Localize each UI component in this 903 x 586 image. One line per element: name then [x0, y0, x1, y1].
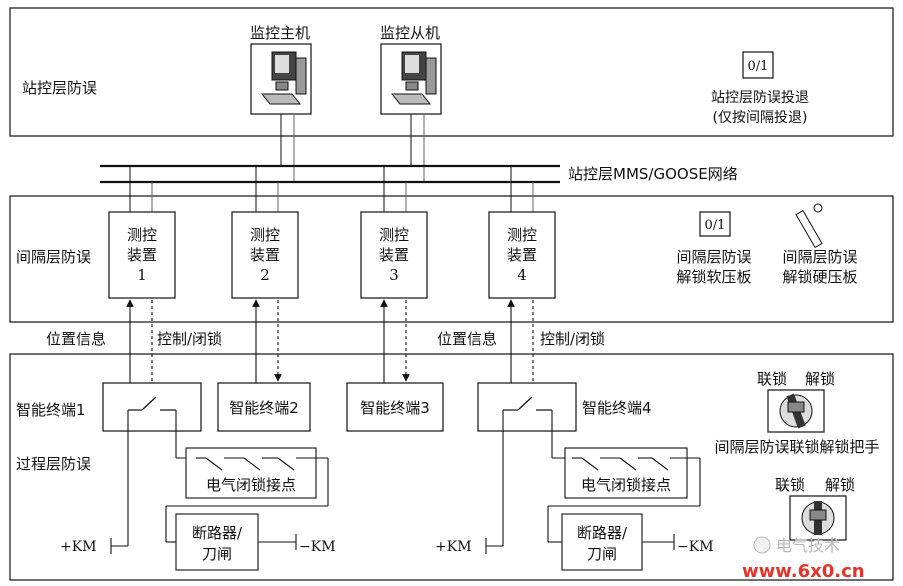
network-label: 站控层MMS/GOOSE网络 — [568, 165, 738, 183]
slave-host-label: 监控从机 — [380, 24, 440, 42]
mms-goose-network-bus — [100, 164, 560, 184]
bay-2-signal-links — [252, 299, 282, 383]
device-4-num: 4 — [517, 266, 527, 284]
bay-1-signal-links — [126, 299, 156, 397]
bay-layer-panel — [9, 195, 894, 323]
terminal-1-box — [102, 382, 202, 432]
handle-label: 间隔层防误联锁解锁把手 — [714, 438, 879, 456]
position-info-label-right: 位置信息 — [437, 330, 497, 348]
host-network-links — [280, 114, 425, 182]
interlock-handle-switch-icon[interactable] — [767, 389, 825, 433]
hard-plate-icon[interactable] — [795, 203, 823, 249]
device-4-line2: 装置 — [507, 246, 537, 264]
station-layer-label: 站控层防误 — [22, 79, 97, 97]
bay-hard-plate-label: 间隔层防误 — [782, 248, 857, 266]
device-1-num: 1 — [137, 266, 147, 284]
bay-hard-plate-sublabel: 解锁硬压板 — [782, 268, 857, 286]
bay-layer-label: 间隔层防误 — [16, 248, 91, 266]
device-2-num: 2 — [260, 266, 270, 284]
process-layer-panel — [9, 353, 894, 581]
bay-soft-plate-sublabel: 解锁软压板 — [676, 268, 751, 286]
left-lock-contact-label: 电气闭锁接点 — [206, 476, 296, 494]
left-breaker-label: 断路器/ — [192, 524, 243, 542]
terminal-1-label: 智能终端1 — [16, 401, 86, 419]
watermark: 电气技术 www.6x0.cn — [742, 536, 865, 582]
device-3-line1: 测控 — [379, 226, 409, 244]
bay-4-signal-links — [507, 299, 537, 397]
terminal-3-box — [346, 382, 444, 432]
measure-control-device-3: 测控 装置 3 — [360, 166, 428, 299]
station-layer-panel — [9, 7, 894, 137]
left-plus-km: +KM — [60, 539, 97, 555]
handle-unlock-label: 解锁 — [805, 370, 835, 388]
watermark-url: www.6x0.cn — [742, 561, 865, 582]
terminal-1-switch — [128, 396, 176, 411]
main-host-computer-icon — [250, 43, 312, 115]
right-lock-contact-label: 电气闭锁接点 — [581, 476, 671, 494]
control-lock-label-left: 控制/闭锁 — [157, 330, 222, 348]
terminal-4-label: 智能终端4 — [582, 399, 652, 417]
slave-host-computer-icon — [380, 43, 442, 115]
device-2-line1: 测控 — [250, 226, 280, 244]
measure-control-device-4: 测控 装置 4 — [488, 166, 556, 299]
device-4-line1: 测控 — [507, 226, 537, 244]
left-breaker-sublabel: 刀闸 — [202, 545, 232, 563]
bay-soft-plate-label: 间隔层防误 — [676, 248, 751, 266]
handle-unlock-label-lower: 解锁 — [825, 476, 855, 494]
interlock-handle-switch-icon-lower[interactable] — [789, 495, 847, 541]
watermark-chat-icon — [753, 536, 771, 554]
terminal-2-label: 智能终端2 — [229, 399, 299, 417]
right-breaker-label: 断路器/ — [577, 524, 628, 542]
device-1-line2: 装置 — [127, 246, 157, 264]
station-toggle-value: 0/1 — [748, 59, 769, 74]
position-info-label-left: 位置信息 — [46, 330, 106, 348]
station-toggle-label: 站控层防误投退 — [711, 90, 809, 106]
right-breaker-sublabel: 刀闸 — [587, 545, 617, 563]
terminal-2-box — [217, 382, 311, 432]
right-control-circuit — [485, 410, 701, 571]
main-host-label: 监控主机 — [250, 24, 310, 42]
terminal-3-label: 智能终端3 — [360, 399, 430, 417]
handle-interlock-label-lower: 联锁 — [775, 476, 805, 494]
left-control-circuit — [110, 410, 329, 571]
watermark-brand: 电气技术 — [776, 536, 840, 555]
device-1-line1: 测控 — [127, 226, 157, 244]
control-lock-label-right: 控制/闭锁 — [540, 330, 605, 348]
bay-soft-plate-box[interactable] — [699, 211, 731, 237]
measure-control-device-2: 测控 装置 2 — [231, 166, 299, 299]
right-plus-km: +KM — [435, 539, 472, 555]
process-layer-label: 过程层防误 — [16, 455, 91, 473]
device-2-line2: 装置 — [250, 246, 280, 264]
bay-3-signal-links — [380, 299, 410, 383]
measure-control-device-1: 测控 装置 1 — [108, 166, 176, 299]
right-minus-km: −KM — [677, 539, 714, 555]
device-3-line2: 装置 — [379, 246, 409, 264]
left-minus-km: −KM — [299, 539, 336, 555]
bay-soft-plate-value: 0/1 — [705, 218, 726, 233]
terminal-4-switch — [503, 396, 552, 411]
device-3-num: 3 — [389, 266, 399, 284]
handle-interlock-label: 联锁 — [757, 370, 787, 388]
terminal-4-box — [477, 382, 577, 432]
station-toggle-box[interactable] — [742, 51, 774, 79]
station-toggle-sublabel: (仅按间隔投退) — [713, 110, 808, 126]
